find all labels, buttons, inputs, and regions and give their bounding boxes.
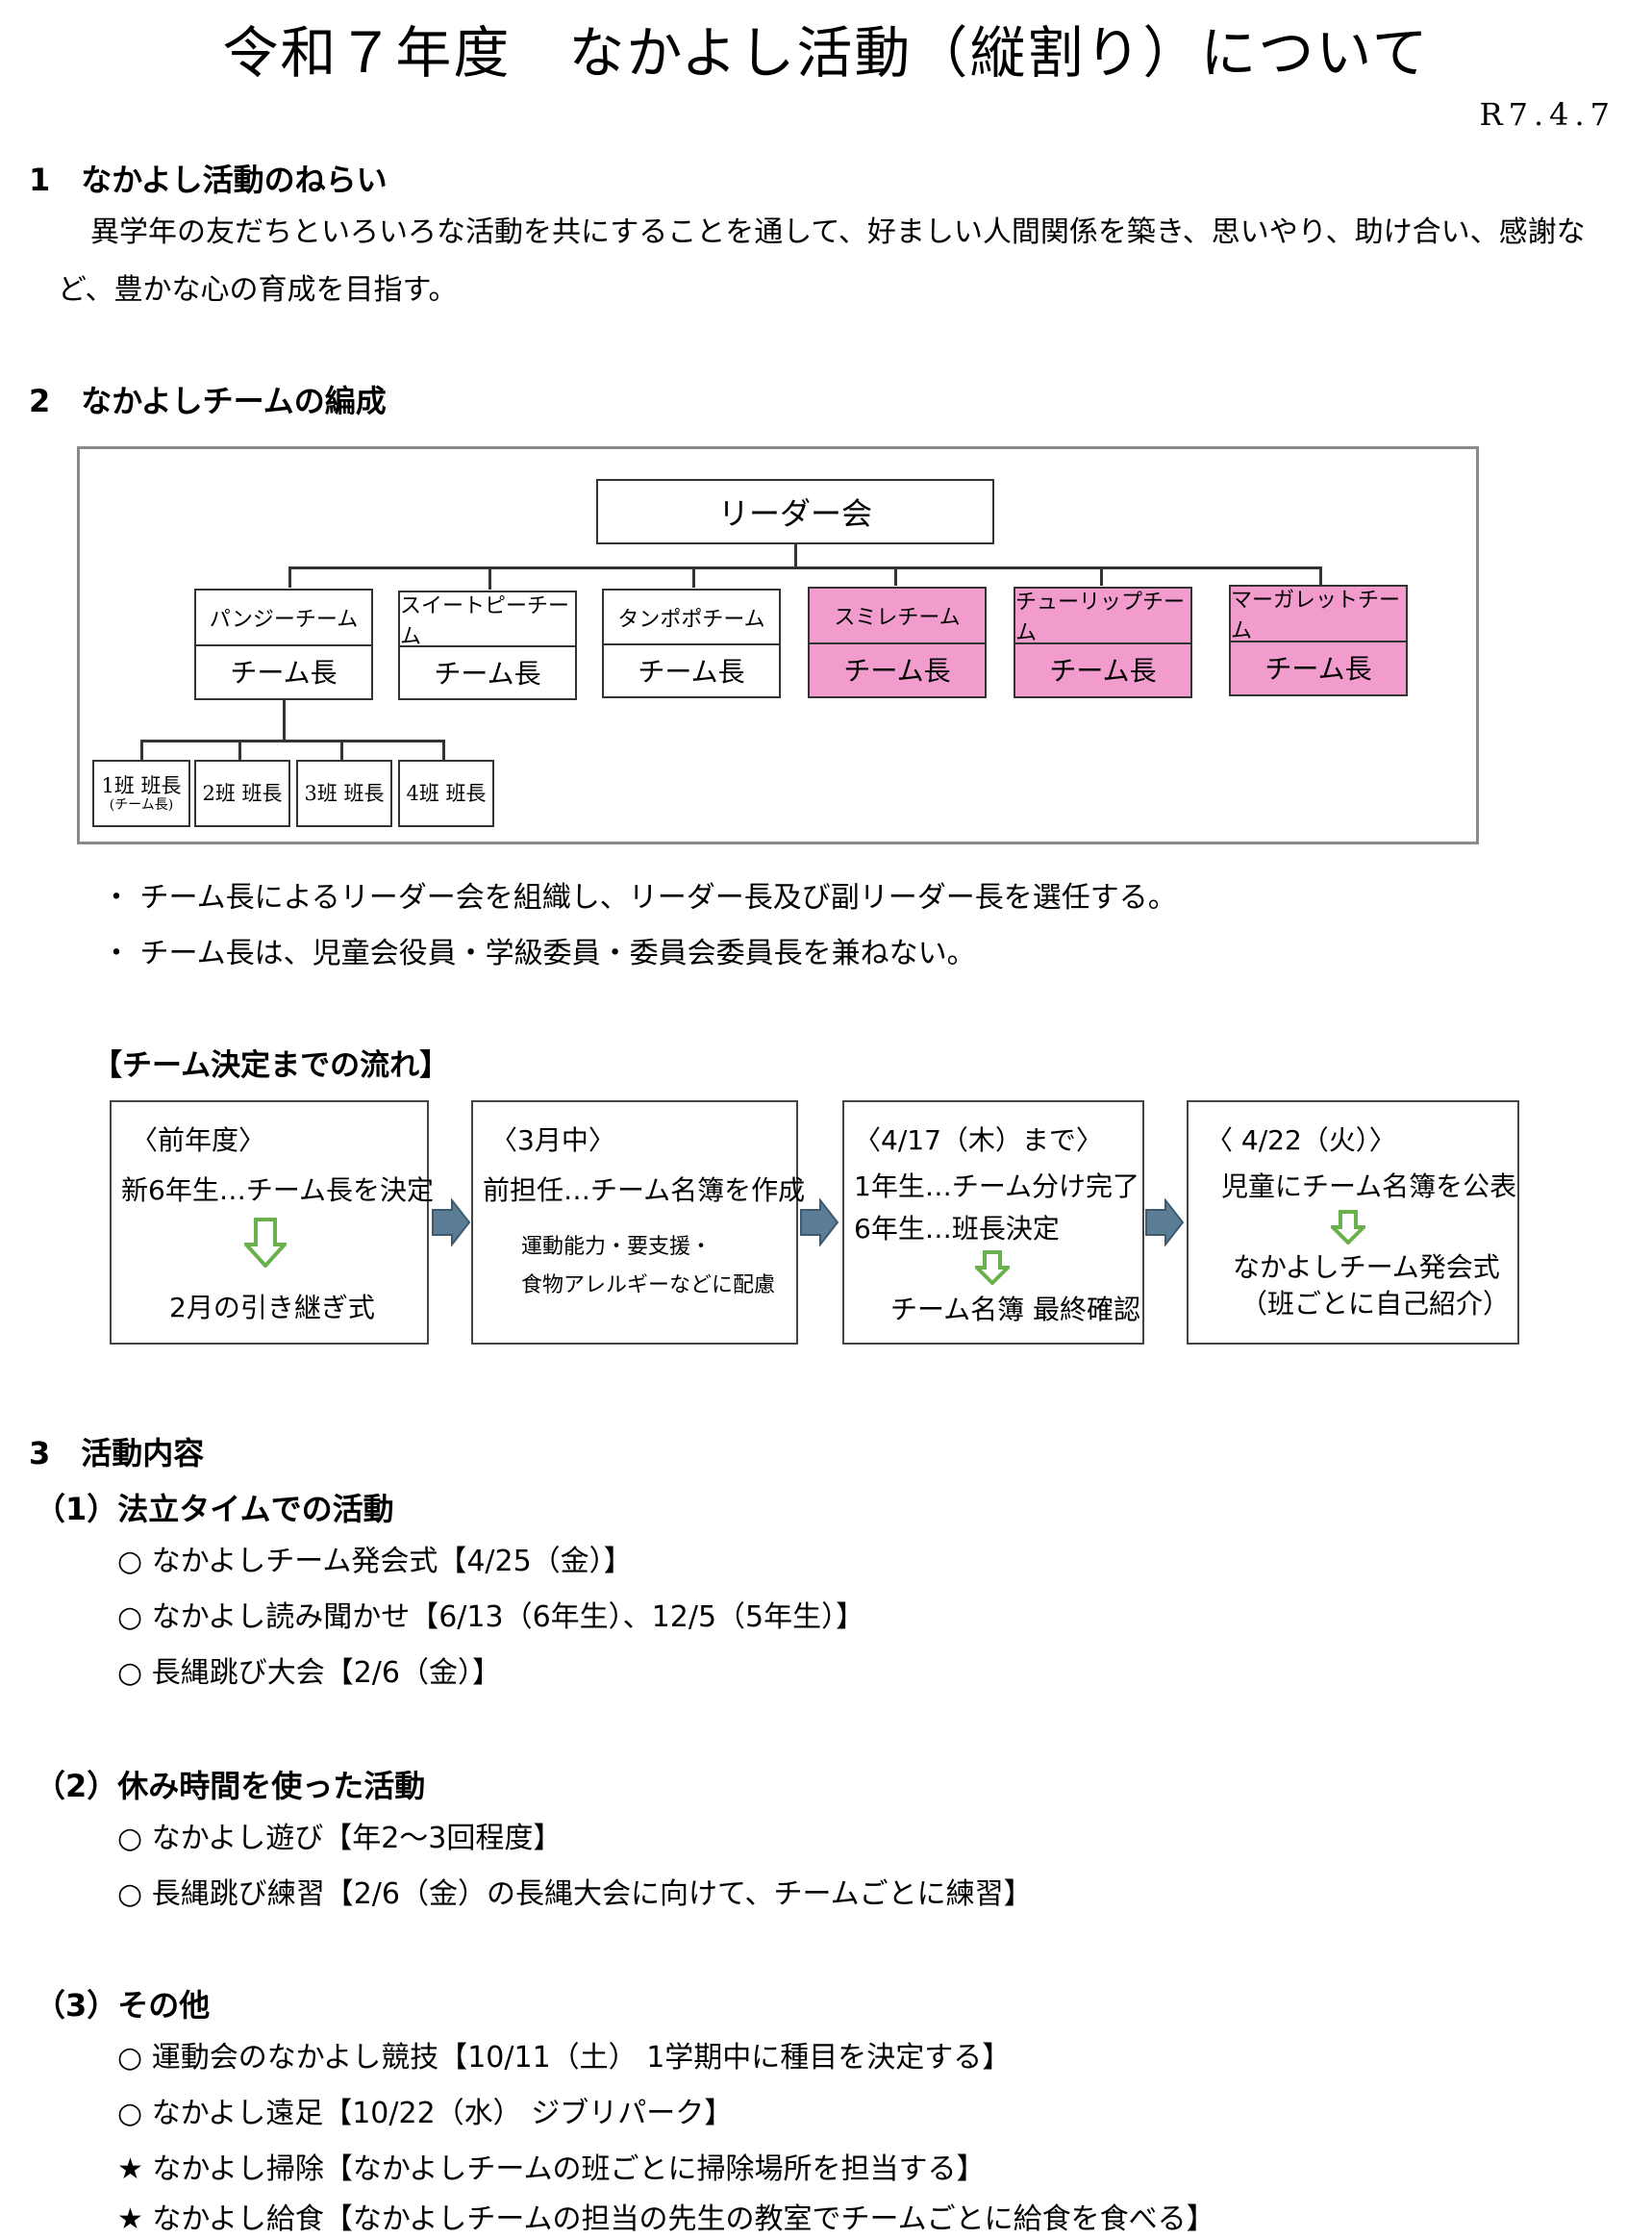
- team-box-margaret: マーガレットチーム チーム長: [1229, 585, 1408, 696]
- flow-step-note: 運動能力・要支援・: [521, 1235, 713, 1259]
- connector-line: [340, 740, 343, 761]
- connector-line: [140, 740, 143, 761]
- connector-line: [140, 740, 444, 742]
- flow-step-head: 〈 4/22（火）〉: [1206, 1124, 1396, 1156]
- flow-step-text: 6年生…班長決定: [854, 1213, 1060, 1245]
- han-box-3: 3班 班長: [296, 760, 392, 827]
- note-line: ・ チーム長によるリーダー会を組織し、リーダー長及び副リーダー長を選任する。: [102, 881, 1177, 915]
- leader-council-box: リーダー会: [596, 479, 994, 544]
- down-arrow-icon: [975, 1250, 1010, 1285]
- flow-step-text: 新6年生…チーム長を決定: [121, 1174, 434, 1206]
- han-box-1: 1班 班長 (チーム長): [92, 760, 190, 827]
- org-chart-frame: [77, 446, 1479, 844]
- han-label: 1班 班長: [101, 773, 182, 797]
- connector-line: [238, 740, 241, 761]
- flow-box-april17: 〈4/17（木）まで〉 1年生…チーム分け完了 6年生…班長決定 チーム名簿 最…: [842, 1100, 1144, 1345]
- right-arrow-icon: [800, 1198, 839, 1246]
- down-arrow-icon: [1331, 1210, 1365, 1245]
- subsection-heading: （2）休み時間を使った活動: [35, 1768, 426, 1804]
- team-name: マーガレットチーム: [1231, 587, 1406, 643]
- han-label: 2班 班長: [202, 781, 283, 805]
- team-name: チューリップチーム: [1015, 589, 1190, 645]
- connector-line: [894, 566, 897, 586]
- connector-line: [288, 566, 291, 588]
- section-2-heading: 2 なかよしチームの編成: [29, 383, 387, 419]
- flow-step-head: 〈4/17（木）まで〉: [854, 1124, 1103, 1156]
- team-name: スミレチーム: [810, 589, 985, 644]
- subsection-heading: （1）法立タイムでの活動: [35, 1491, 394, 1527]
- document-date: R7.4.7: [1479, 96, 1615, 133]
- team-box-tanpopo: タンポポチーム チーム長: [602, 589, 781, 698]
- activity-item: ○ 長縄跳び大会【2/6（金）】: [117, 1656, 501, 1690]
- note-line: ・ チーム長は、児童会役員・学級委員・委員会委員長を兼ねない。: [102, 937, 976, 970]
- flow-box-prev-year: 〈前年度〉 新6年生…チーム長を決定 2月の引き継ぎ式: [110, 1100, 434, 1345]
- team-head-label: チーム長: [434, 657, 541, 690]
- han-note: (チーム長): [109, 797, 174, 814]
- team-head-label: チーム長: [1264, 653, 1372, 685]
- flow-box-march: 〈3月中〉 前担任…チーム名簿を作成 運動能力・要支援・ 食物アレルギーなどに配…: [471, 1100, 805, 1345]
- flow-heading: 【チーム決定までの流れ】: [92, 1048, 450, 1083]
- connector-line: [692, 566, 695, 588]
- activity-item: ○ なかよし遊び【年2～3回程度】: [117, 1822, 563, 1855]
- connector-line: [794, 544, 797, 567]
- han-label: 4班 班長: [406, 781, 487, 805]
- page-title: 令和７年度 なかよし活動（縦割り）について: [222, 20, 1430, 86]
- section-1-body: 異学年の友だちといろいろな活動を共にすることを通して、好ましい人間関係を築き、思…: [58, 215, 1586, 307]
- activity-item: ○ なかよし読み聞かせ【6/13（6年生）、12/5（5年生）】: [117, 1600, 865, 1634]
- connector-line: [1319, 566, 1322, 586]
- flow-step-head: 〈前年度〉: [131, 1124, 266, 1156]
- section-1-heading: 1 なかよし活動のねらい: [29, 162, 388, 198]
- team-head-label: チーム長: [638, 655, 745, 688]
- connector-line: [288, 566, 1321, 569]
- connector-line: [442, 740, 445, 761]
- team-head-label: チーム長: [1049, 655, 1157, 687]
- activity-item: ○ なかよしチーム発会式【4/25（金）】: [117, 1545, 633, 1578]
- connector-line: [1100, 566, 1103, 586]
- team-box-sumire: スミレチーム チーム長: [808, 587, 987, 698]
- flow-step-text: なかよしチーム発会式: [1233, 1251, 1500, 1283]
- activity-item: ○ 長縄跳び練習【2/6（金）の長縄大会に向けて、チームごとに練習】: [117, 1877, 1033, 1911]
- subsection-heading: （3）その他: [35, 1987, 211, 2024]
- han-label: 3班 班長: [304, 781, 385, 805]
- flow-step-text: 前担任…チーム名簿を作成: [483, 1174, 806, 1206]
- han-box-2: 2班 班長: [194, 760, 290, 827]
- activity-item: ★ なかよし掃除【なかよしチームの班ごとに掃除場所を担当する】: [117, 2152, 986, 2186]
- han-box-4: 4班 班長: [398, 760, 494, 827]
- team-name: パンジーチーム: [196, 591, 371, 646]
- activity-item: ○ なかよし遠足【10/22（水） ジブリパーク】: [117, 2097, 734, 2130]
- team-box-sweetpea: スイートピーチーム チーム長: [398, 591, 577, 700]
- flow-step-text: 1年生…チーム分け完了: [854, 1170, 1139, 1202]
- flow-step-text: 2月の引き継ぎ式: [169, 1292, 375, 1323]
- right-arrow-icon: [432, 1198, 471, 1246]
- team-box-tulip: チューリップチーム チーム長: [1014, 587, 1192, 698]
- section-3-heading: 3 活動内容: [29, 1435, 205, 1472]
- team-box-pansy: パンジーチーム チーム長: [194, 589, 373, 700]
- flow-box-april22: 〈 4/22（火）〉 児童にチーム名簿を公表 なかよしチーム発会式 （班ごとに自…: [1187, 1100, 1519, 1345]
- flow-step-text: 児童にチーム名簿を公表: [1221, 1170, 1517, 1202]
- flow-step-text: チーム名簿 最終確認: [890, 1294, 1141, 1325]
- right-arrow-icon: [1145, 1198, 1185, 1246]
- team-name: スイートピーチーム: [400, 592, 575, 649]
- flow-step-note: 食物アレルギーなどに配慮: [521, 1273, 776, 1297]
- activity-item: ★ なかよし給食【なかよしチームの担当の先生の教室でチームごとに給食を食べる】: [117, 2202, 1215, 2236]
- team-head-label: チーム長: [843, 655, 951, 687]
- activity-item: ○ 運動会のなかよし競技【10/11（土） 1学期中に種目を決定する】: [117, 2041, 1012, 2075]
- connector-line: [488, 566, 491, 590]
- flow-step-head: 〈3月中〉: [490, 1124, 615, 1156]
- flow-step-text: （班ごとに自己紹介）: [1240, 1288, 1511, 1320]
- connector-line: [283, 700, 286, 741]
- down-arrow-icon: [244, 1218, 287, 1268]
- team-head-label: チーム長: [230, 657, 338, 689]
- team-name: タンポポチーム: [604, 591, 779, 645]
